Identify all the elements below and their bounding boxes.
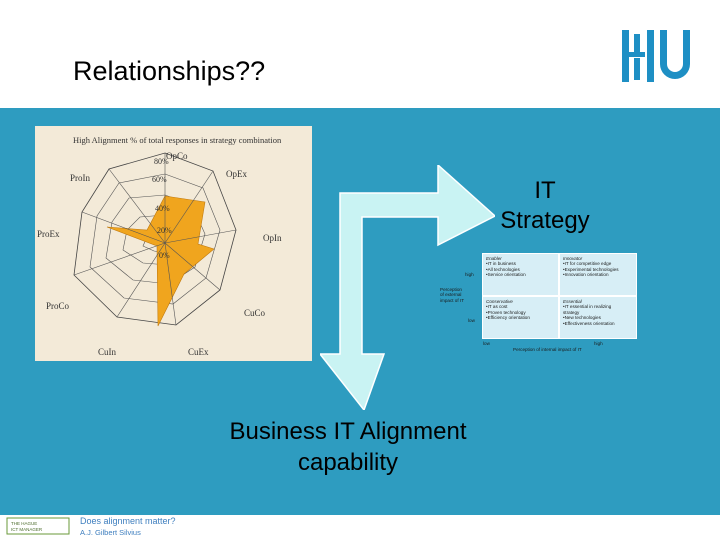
axis-label-proin: ProIn <box>70 173 90 183</box>
flow-arrow <box>320 165 495 410</box>
bia-label: Business IT Alignment capability <box>188 416 508 478</box>
x-axis-high: high <box>594 341 603 346</box>
axis-label-opco: OpCo <box>166 151 188 161</box>
bia-line1: Business IT Alignment <box>229 418 467 445</box>
bia-line2: capability <box>297 449 399 476</box>
radar-series-area <box>106 195 215 327</box>
ring-label-40: 40% <box>155 204 170 213</box>
ring-label-0: 0% <box>159 251 170 260</box>
it-strategy-line1: IT <box>534 177 556 204</box>
axis-label-cuco: CuCo <box>244 308 266 318</box>
hu-logo <box>622 30 690 82</box>
it-strategy-line2: Strategy <box>500 207 590 234</box>
logo-text-ict: ICT MANAGER <box>11 527 43 532</box>
slide-footer <box>0 515 720 540</box>
radar-chart: High Alignment % of total responses in s… <box>35 126 312 361</box>
axis-label-opin: OpIn <box>263 233 282 243</box>
axis-label-opex: OpEx <box>226 169 247 179</box>
quadrant-enabler: Enabler •IT in business •All technologie… <box>482 253 559 296</box>
quadrant-innovator: Innovator •IT for competitive edge •Expe… <box>559 253 637 296</box>
it-strategy-label: IT Strategy <box>480 176 610 236</box>
axis-label-proco: ProCo <box>46 301 70 311</box>
radar-title: High Alignment % of total responses in s… <box>73 135 282 145</box>
logo-text-hague: THE HAGUE <box>11 521 37 526</box>
quadrant-conservative: Conservative •IT as cost •Proven technol… <box>482 296 559 339</box>
y-axis-label: Perception of external impact of IT <box>440 287 464 303</box>
x-axis-low: low <box>483 341 490 346</box>
x-axis-label: Perception of internal impact of IT <box>513 347 582 352</box>
radar-chart-svg: High Alignment % of total responses in s… <box>37 135 282 357</box>
slide-title: Relationships?? <box>73 56 266 86</box>
y-axis-low: low <box>468 318 475 323</box>
footer-title: Does alignment matter? <box>80 516 176 526</box>
footer-author: A.J. Gilbert Silvius <box>80 528 141 537</box>
strategy-matrix: high Perception of external impact of IT… <box>438 252 648 362</box>
axis-label-proex: ProEx <box>37 229 60 239</box>
axis-label-cuin: CuIn <box>98 347 117 357</box>
ring-label-60: 60% <box>152 175 167 184</box>
ring-label-80: 80% <box>154 157 169 166</box>
slide-header: Relationships?? <box>0 0 720 108</box>
the-hague-ict-logo: THE HAGUE ICT MANAGER <box>5 515 73 537</box>
ring-label-20: 20% <box>157 226 172 235</box>
quadrant-essential: Essential •IT essential in realizing str… <box>559 296 637 339</box>
y-axis-high: high <box>465 272 474 277</box>
axis-label-cuex: CuEx <box>188 347 209 357</box>
